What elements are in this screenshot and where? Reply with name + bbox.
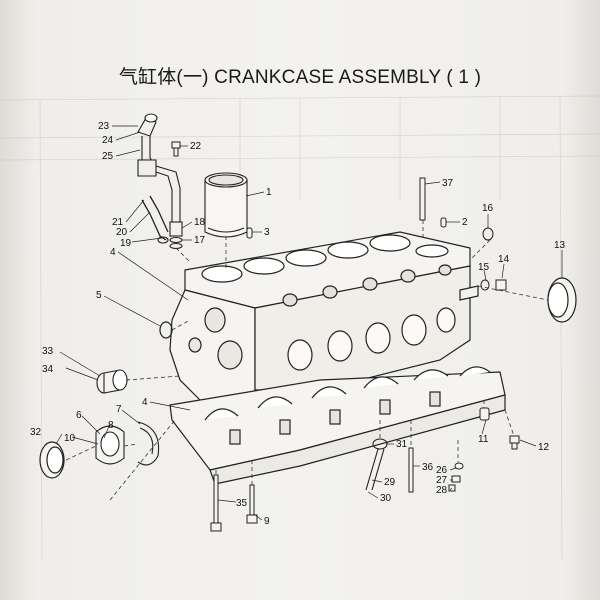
bolt-12	[509, 435, 520, 450]
plug-11	[479, 407, 490, 421]
bushing-34	[96, 369, 128, 394]
callout-7: 7	[116, 404, 122, 415]
dowel-pin	[246, 227, 253, 239]
thrust-bearing	[95, 425, 125, 465]
callout-13: 13	[554, 240, 566, 251]
callout-21: 21	[112, 217, 124, 228]
callout-28: 28	[436, 485, 448, 496]
callout-4b: 4	[142, 397, 148, 408]
crankcase-block	[169, 231, 479, 411]
callout-17: 17	[194, 235, 206, 246]
lower-crankcase	[169, 366, 506, 485]
callout-26: 26	[436, 465, 448, 476]
callout-15: 15	[478, 262, 490, 273]
callout-8: 8	[108, 420, 114, 431]
thrust-washer-7	[137, 421, 160, 466]
callout-16: 16	[482, 203, 494, 214]
callout-3: 3	[264, 227, 270, 238]
callout-12: 12	[538, 442, 550, 453]
callout-1: 1	[266, 187, 272, 198]
callout-35: 35	[236, 498, 248, 509]
callout-20: 20	[116, 227, 128, 238]
callout-23: 23	[98, 121, 110, 132]
callout-10: 10	[64, 433, 76, 444]
callout-25: 25	[102, 151, 114, 162]
assembly-guide-lines	[65, 220, 549, 501]
callout-19: 19	[120, 238, 132, 249]
plug-14	[480, 279, 507, 291]
callout-36: 36	[422, 462, 434, 473]
o-ring-5	[159, 321, 173, 339]
callout-14: 14	[498, 254, 510, 265]
callout-18: 18	[194, 217, 206, 228]
callout-31: 31	[396, 439, 408, 450]
page-title: 气缸体(一) CRANKCASE ASSEMBLY ( 1 )	[118, 67, 482, 88]
callout-9: 9	[264, 516, 270, 527]
stud-36	[408, 447, 414, 493]
leader-lines	[55, 125, 563, 521]
callout-27: 27	[436, 475, 448, 486]
oil-seal-32	[39, 441, 65, 479]
oil-seal-13	[547, 277, 577, 323]
callout-29: 29	[384, 477, 396, 488]
callout-22: 22	[190, 141, 202, 152]
stud-37	[419, 177, 426, 221]
callout-5: 5	[96, 290, 102, 301]
cylinder-liner	[204, 172, 248, 238]
callout-30: 30	[380, 493, 392, 504]
callout-labels: 1 2 3 4 4 5 6 7 8 9 10 11 12 13 14 15 16…	[30, 121, 566, 527]
washer-16	[482, 227, 494, 241]
callout-34: 34	[42, 364, 54, 375]
bolt-22	[171, 141, 181, 157]
callout-37: 37	[442, 178, 454, 189]
callout-6: 6	[76, 410, 82, 421]
bleed-through-table	[0, 95, 600, 561]
callout-24: 24	[102, 135, 114, 146]
pin-2	[440, 217, 447, 228]
main-bearing-bolts	[210, 474, 258, 532]
callout-32: 32	[30, 427, 42, 438]
callout-33: 33	[42, 346, 54, 357]
oil-pipe-assembly	[137, 113, 183, 250]
callout-11: 11	[478, 434, 489, 445]
callout-2: 2	[462, 217, 468, 228]
nozzle-bolt	[448, 462, 464, 492]
callout-4a: 4	[110, 247, 116, 258]
